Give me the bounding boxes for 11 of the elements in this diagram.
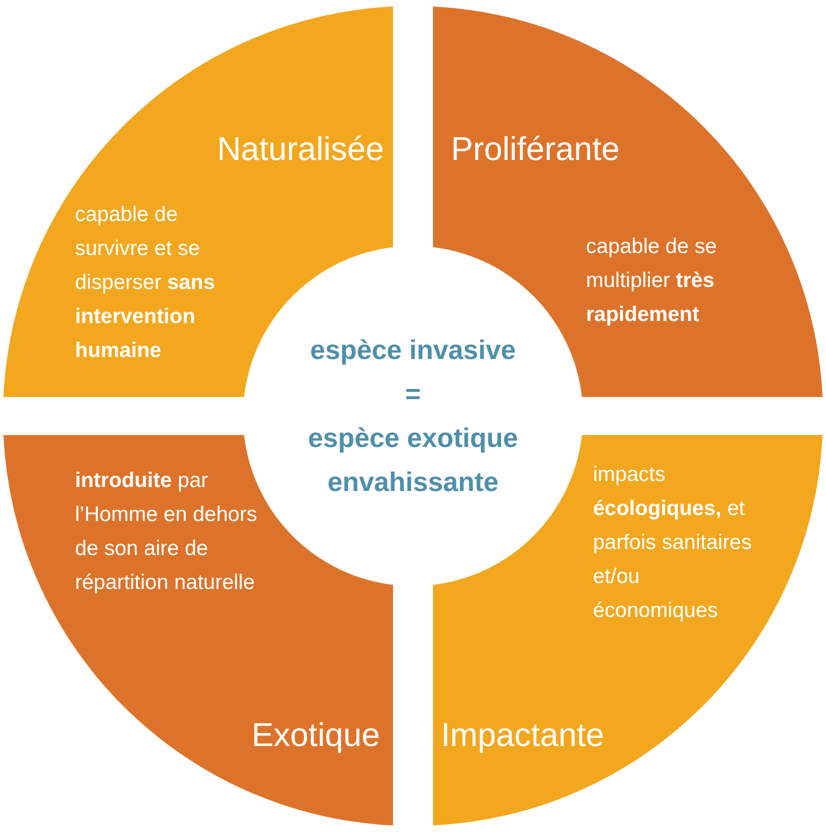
segment-heading: Proliférante bbox=[451, 130, 620, 168]
center-title: espèce invasive bbox=[309, 334, 517, 367]
segment-heading: Impactante bbox=[441, 716, 604, 754]
segment-heading: Exotique bbox=[252, 716, 380, 754]
segment-description: capable de se multiplier très rapidement bbox=[586, 234, 718, 328]
segment-heading: Naturalisée bbox=[217, 130, 384, 168]
center-title: espèce exotique envahissante bbox=[306, 422, 520, 499]
center-title: = bbox=[404, 378, 422, 411]
segment-description: introduite par l’Homme en dehors de son aire de répartition naturelle bbox=[75, 468, 258, 596]
segment-description: capable de survivre et se disperser sans intervention humaine bbox=[75, 202, 216, 364]
segment-description: impacts écologiques, et parfois sanitaires et/ou économiques bbox=[593, 462, 753, 624]
